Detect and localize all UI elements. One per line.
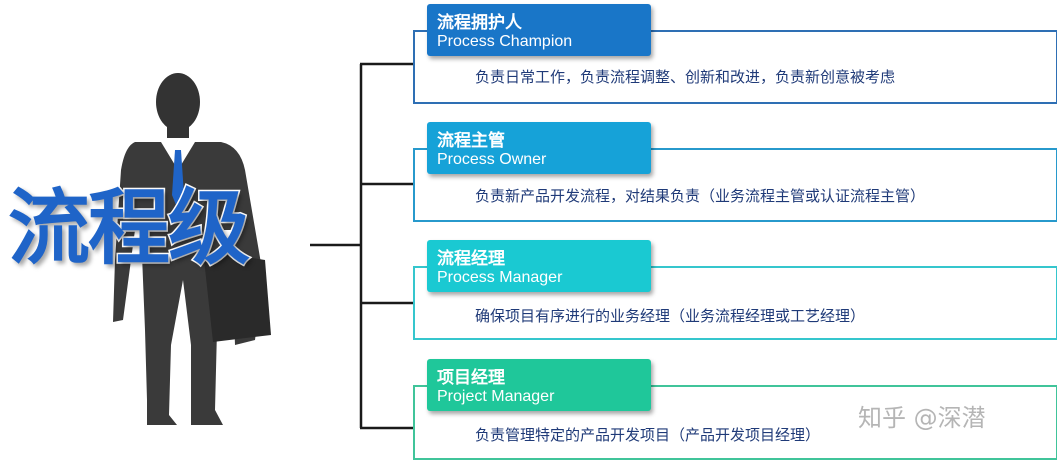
role-title-zh: 项目经理 (437, 368, 505, 388)
role-description: 确保项目有序进行的业务经理（业务流程经理或工艺经理） (475, 307, 866, 325)
role-title-zh: 流程拥护人 (437, 13, 522, 33)
watermark: 知乎 @深潜 (858, 404, 986, 432)
role-title-zh: 流程主管 (437, 131, 505, 151)
role-tab-process-owner: 流程主管 Process Owner (427, 122, 651, 174)
role-tab-project-manager: 项目经理 Project Manager (427, 359, 651, 411)
role-card-project-manager: 负责管理特定的产品开发项目（产品开发项目经理） (413, 385, 1057, 460)
role-description: 负责日常工作，负责流程调整、创新和改进，负责新创意被考虑 (475, 68, 896, 86)
businessman-silhouette-icon (113, 73, 271, 425)
role-title-en: Project Manager (437, 388, 555, 405)
role-title-en: Process Owner (437, 151, 547, 168)
role-title-zh: 流程经理 (437, 249, 505, 269)
role-tab-process-manager: 流程经理 Process Manager (427, 240, 651, 292)
role-title-en: Process Champion (437, 33, 573, 50)
role-description: 负责管理特定的产品开发项目（产品开发项目经理） (475, 426, 821, 444)
role-description: 负责新产品开发流程，对结果负责（业务流程主管或认证流程主管） (475, 187, 926, 205)
diagram-title: 流程级 (6, 181, 251, 276)
role-tab-process-champion: 流程拥护人 Process Champion (427, 4, 651, 56)
role-title-en: Process Manager (437, 269, 563, 286)
